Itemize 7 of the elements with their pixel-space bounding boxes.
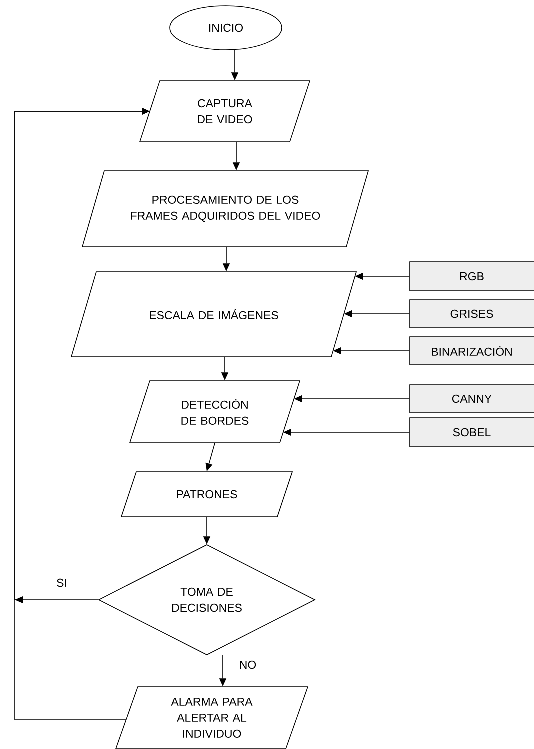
input-box: BINARIZACIÓN [410, 336, 534, 366]
input-box: GRISES [410, 300, 534, 328]
edge-label: NO [238, 660, 258, 670]
edge-label: SI [56, 578, 68, 588]
input-box: RGB [410, 262, 534, 292]
input-box: CANNY [410, 384, 534, 414]
input-box: SOBEL [410, 418, 534, 448]
